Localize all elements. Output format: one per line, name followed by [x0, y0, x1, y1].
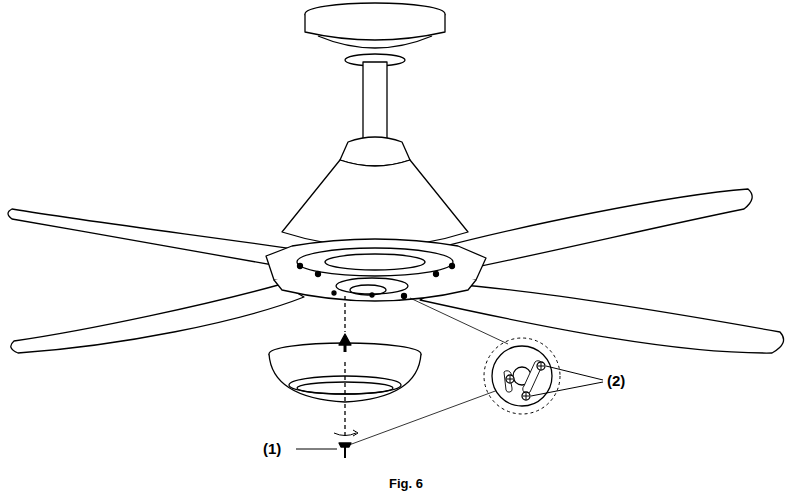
callout-number: (2): [606, 372, 626, 389]
callout-number: (1): [262, 440, 282, 457]
callout-number-slot: (1): [262, 440, 282, 458]
figure-caption: Fig. 6: [388, 476, 424, 491]
callout-number-slot: (2): [606, 372, 626, 390]
figure-caption-slot: Fig. 6: [388, 474, 424, 492]
